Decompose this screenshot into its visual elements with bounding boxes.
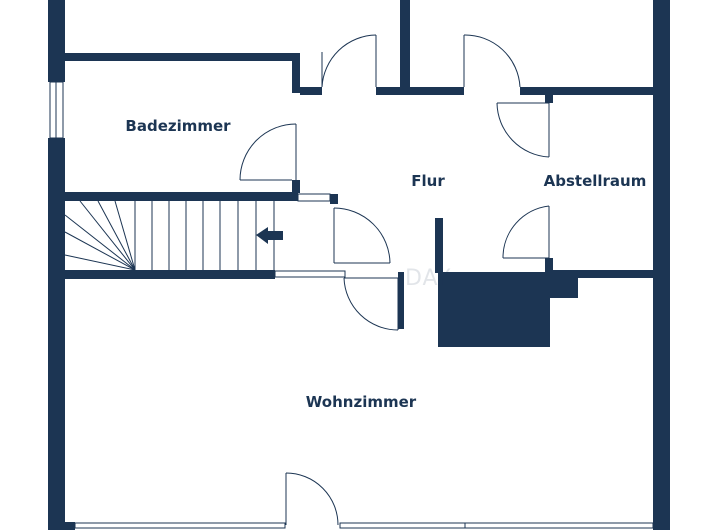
door-stair-landing: [333, 207, 391, 264]
wall-right-outer: [653, 0, 670, 530]
wall-flur-top-left: [300, 87, 322, 95]
windows: [49, 81, 654, 529]
wall-stair-top-right: [330, 194, 338, 204]
wall-abstell-left-top: [545, 95, 553, 103]
door-badezimmer: [239, 123, 297, 181]
door-abstellraum-bottom: [502, 205, 550, 259]
window-bottom-right: [464, 522, 654, 529]
window-bottom-mid: [339, 522, 466, 529]
watermark: DAY: [405, 266, 451, 291]
room-label-badezimmer: Badezimmer: [125, 117, 231, 135]
wall-left-outer-top: [48, 0, 65, 82]
stair-arrow-icon: [256, 227, 283, 244]
staircase: [64, 200, 275, 271]
wall-stair-top: [65, 192, 298, 201]
window-stair-bottom: [274, 270, 346, 278]
window-bottom-left: [74, 522, 286, 529]
wall-left-outer-bottom: [48, 138, 65, 530]
wall-bottom-left: [48, 522, 75, 530]
wall-left-door-jamb: [398, 272, 404, 329]
door-wohnzimmer-top: [343, 277, 399, 331]
room-label-wohnzimmer: Wohnzimmer: [306, 393, 417, 411]
wall-top-right: [520, 87, 653, 95]
window-stair-top: [297, 193, 331, 202]
wall-top-badezimmer: [65, 53, 300, 61]
wall-living-top-right: [550, 270, 653, 278]
wall-vertical-top: [400, 0, 410, 92]
doors: [239, 34, 550, 526]
door-top-left: [321, 34, 377, 88]
wall-flur-stub: [435, 218, 443, 273]
room-label-abstellraum: Abstellraum: [544, 172, 647, 190]
wall-stair-bottom: [65, 270, 275, 279]
wall-abstell-left-bottom: [545, 258, 553, 272]
wall-bad-right-upper: [292, 53, 300, 93]
door-wohnzimmer-bottom: [285, 472, 339, 526]
chimney-block: [438, 272, 550, 347]
room-label-flur: Flur: [411, 172, 445, 190]
wall-bad-right-lower: [292, 180, 300, 193]
door-top-right: [463, 34, 521, 88]
door-abstellraum-top: [496, 102, 550, 158]
wall-flur-top-mid: [376, 87, 464, 95]
chimney-ledge: [550, 278, 578, 298]
walls: [48, 0, 670, 530]
